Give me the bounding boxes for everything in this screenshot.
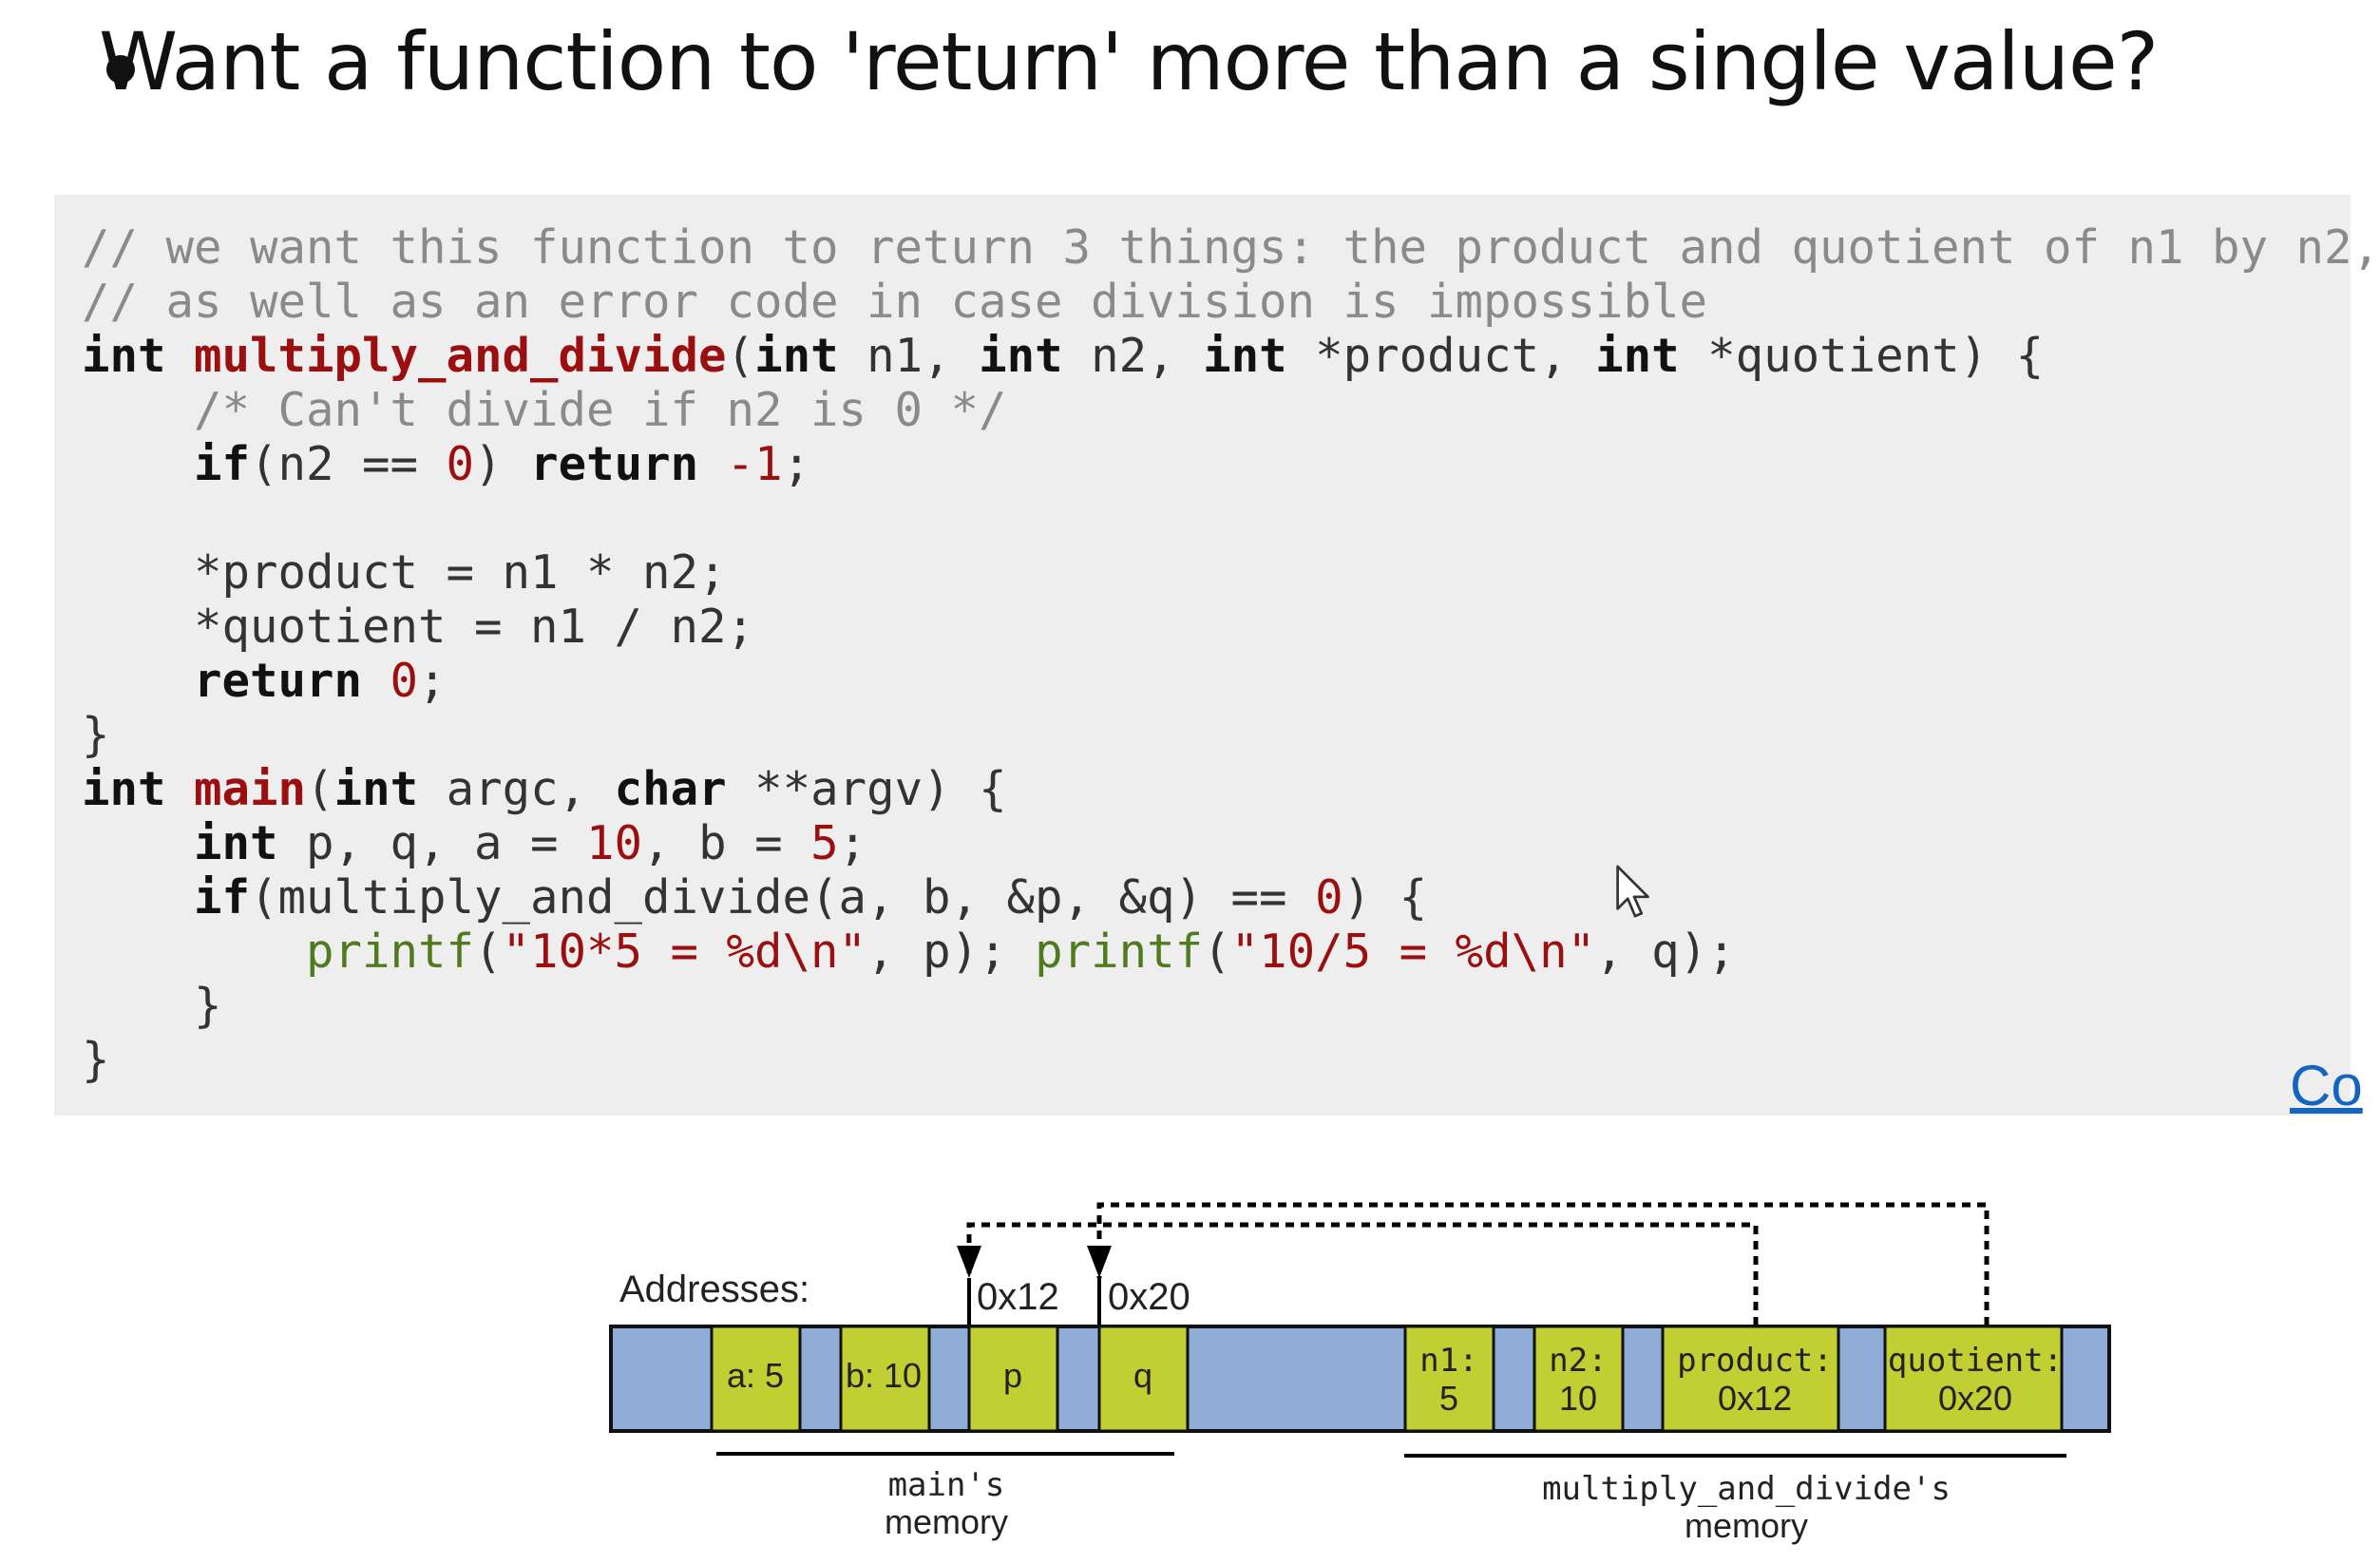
code-line-16: }: [82, 1033, 110, 1087]
code-line-14: printf("10*5 = %d\n", p); printf("10/5 =…: [306, 925, 1736, 979]
code-link[interactable]: Co: [2290, 1054, 2363, 1117]
slide-title: Want a function to 'return' more than a …: [99, 15, 2159, 108]
addresses-label: Addresses:: [619, 1268, 809, 1310]
cell-q-label: q: [1133, 1356, 1152, 1395]
code-line-4: /* Can't divide if n2 is 0 */: [82, 383, 1007, 437]
code-line-9: return 0;: [194, 654, 447, 708]
main-memory-label-line2: memory: [885, 1502, 1008, 1541]
code-line-10: }: [82, 708, 110, 762]
cell-product: [1661, 1325, 1840, 1433]
cell-b: [839, 1325, 931, 1433]
code-line-3: int multiply_and_divide(int n1, int n2, …: [82, 329, 2045, 383]
cell-quotient: [1883, 1325, 2064, 1433]
code-listing: // we want this function to return 3 thi…: [82, 220, 2380, 1087]
mouse-pointer-icon: [1616, 865, 1649, 918]
main-memory-label-line1: main's: [888, 1466, 1005, 1504]
cell-p-label: p: [1003, 1356, 1022, 1395]
cell-n2-value: 10: [1559, 1379, 1597, 1418]
code-line-2: // as well as an error code in case divi…: [82, 275, 1708, 329]
cell-quotient-name: quotient:: [1888, 1342, 2063, 1380]
address-q-label: 0x20: [1108, 1276, 1190, 1318]
code-line-12: int p, q, a = 10, b = 5;: [194, 816, 867, 870]
code-line-1: // we want this function to return 3 thi…: [82, 220, 2380, 275]
cell-product-value: 0x12: [1718, 1379, 1792, 1418]
cell-product-name: product:: [1677, 1342, 1833, 1380]
cell-q: [1097, 1325, 1190, 1433]
arrowhead-p: [957, 1246, 981, 1278]
cell-n2: [1533, 1325, 1625, 1433]
code-line-5: if(n2 == 0) return -1;: [194, 437, 811, 491]
code-line-8: *quotient = n1 / n2;: [82, 600, 755, 654]
cell-n1-name: n1:: [1419, 1342, 1477, 1380]
code-line-13: if(multiply_and_divide(a, b, &p, &q) == …: [194, 870, 1428, 925]
bullet-dot: [106, 55, 135, 84]
arrowhead-q: [1087, 1246, 1112, 1278]
cell-p: [967, 1325, 1059, 1433]
cell-n1: [1403, 1325, 1495, 1433]
cell-quotient-value: 0x20: [1938, 1379, 2012, 1418]
code-line-15: }: [82, 979, 222, 1033]
cell-n2-name: n2:: [1549, 1342, 1607, 1380]
cell-n1-value: 5: [1439, 1379, 1458, 1418]
quotient-pointer-arrow: [1096, 1202, 1990, 1326]
address-p-label: 0x12: [977, 1276, 1059, 1318]
code-line-7: *product = n1 * n2;: [82, 545, 727, 600]
mad-memory-label-line2: memory: [1685, 1506, 1808, 1545]
cell-b-label: b: 10: [846, 1356, 922, 1395]
code-line-11: int main(int argc, char **argv) {: [82, 762, 1007, 816]
product-pointer-arrow: [966, 1222, 1759, 1326]
cell-a: [710, 1325, 802, 1433]
mad-memory-label-line1: multiply_and_divide's: [1542, 1470, 1951, 1508]
code-block: [54, 195, 2351, 1116]
cell-a-label: a: 5: [727, 1356, 784, 1395]
